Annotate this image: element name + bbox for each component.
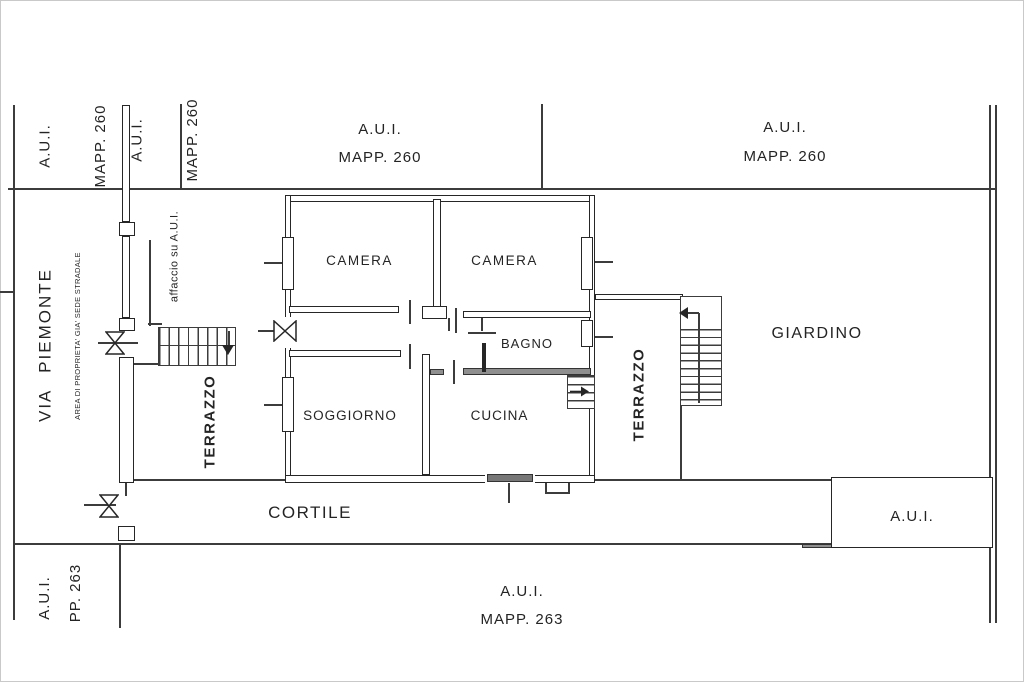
wall-south [285, 475, 595, 483]
door-leaf [409, 300, 411, 324]
stair-arrow-left-icon [679, 307, 688, 319]
wall-corridor-north [289, 306, 399, 313]
room-label-camera-right: CAMERA [471, 252, 538, 268]
parcel-label-top-left-inner-1: A.U.I. [128, 118, 145, 162]
parcel-label-top-right-2: MAPP. 260 [743, 147, 827, 165]
area-label-cortile: CORTILE [268, 502, 352, 522]
parcel-label-top-left-outer-2: MAPP. 260 [91, 104, 109, 188]
parcel-label-top-left-outer-1: A.U.I. [36, 124, 53, 168]
fence-wall [122, 105, 130, 222]
porch-step [568, 482, 570, 494]
parcel-label-top-center-2: MAPP. 260 [338, 148, 422, 166]
affaccio-leader-line [149, 240, 151, 326]
door-leaf [508, 483, 510, 503]
entrance-door-icon [273, 320, 297, 342]
door-threshold [430, 369, 444, 375]
west-boundary-line [13, 105, 15, 620]
fence-wall [122, 236, 130, 318]
room-label-bagno: BAGNO [501, 336, 553, 351]
parcel-label-top-left-inner-2: MAPP. 260 [183, 98, 201, 182]
stair-direction-line [228, 331, 230, 347]
gate-tick [258, 330, 274, 332]
gate-tick [84, 504, 116, 506]
parcel-label-bottom-left-1: A.U.I. [35, 576, 53, 620]
stair-direction-line [685, 312, 699, 314]
window-camera-east [581, 237, 593, 290]
parcel-label-bottom-center-1: A.U.I. [500, 582, 544, 600]
parcel-divider-line [541, 104, 543, 189]
street-note-label: AREA DI PROPRIETA' GIA' SEDE STRADALE [73, 252, 83, 420]
parcel-label-aui-box: A.U.I. [890, 507, 934, 525]
gate-tick [98, 342, 138, 344]
affaccio-annotation: affaccio su A.U.I. [168, 210, 181, 303]
fence-pillar [118, 526, 135, 541]
stair-mid-line [159, 345, 235, 347]
wall-soggiorno-cucina-partition [422, 354, 430, 475]
wall-bagno-stub [482, 343, 486, 372]
wall-bagno-north [463, 311, 591, 318]
stair-steps [681, 329, 721, 405]
area-label-giardino: GIARDINO [771, 324, 863, 342]
wall-bagno-south [463, 368, 591, 375]
window-camera-west [282, 237, 294, 290]
fence-pillar [119, 222, 135, 236]
terrace-line [133, 363, 158, 365]
door-jamb-tick [481, 318, 483, 331]
boundary-line-thick [802, 544, 832, 548]
window-tick [593, 261, 613, 263]
room-label-soggiorno: SOGGIORNO [303, 407, 397, 423]
room-label-cucina: CUCINA [470, 407, 529, 423]
fence-pillar [119, 318, 135, 331]
door-leaf [409, 344, 411, 369]
window-tick [264, 262, 282, 264]
room-label-terrazzo-west: TERRAZZO [201, 374, 219, 469]
room-label-camera-left: CAMERA [326, 252, 393, 268]
window-tick [264, 404, 282, 406]
aui-parcel-box [831, 477, 993, 548]
west-boundary-tick [0, 291, 13, 293]
terrazzo-east-edge [680, 406, 682, 479]
terrazzo-east-north-wall [595, 294, 683, 300]
affaccio-leader-line [148, 323, 162, 325]
gate-door-icon [99, 494, 119, 518]
door-leaf [455, 308, 457, 333]
parcel-divider-line [180, 104, 182, 189]
south-parcel-divider-line [119, 543, 121, 628]
wall-bedroom-partition [433, 199, 441, 309]
door-leaf [468, 332, 496, 334]
stair-arrow-right-icon [570, 386, 589, 397]
east-boundary-line [989, 105, 991, 623]
porch-step [545, 482, 547, 494]
window-bagno [581, 320, 593, 347]
wall-door-jamb [422, 306, 447, 319]
parcel-label-bottom-center-2: MAPP. 263 [480, 612, 564, 624]
window-tick [593, 336, 613, 338]
window-soggiorno [282, 377, 294, 432]
north-boundary-line [8, 188, 996, 190]
gate-door-icon [105, 331, 125, 355]
parcel-label-bottom-left-2: PP. 263 [66, 563, 84, 623]
entrance-threshold [487, 474, 533, 482]
street-name-label: VIA PIEMONTE [35, 268, 54, 422]
wall-soggiorno-north [289, 350, 401, 357]
stair-direction-line [698, 313, 700, 403]
cortile-south-line [13, 543, 831, 545]
room-label-terrazzo-east: TERRAZZO [630, 347, 648, 442]
door-jamb-tick [448, 318, 450, 331]
porch-step [545, 492, 569, 494]
door-leaf [453, 360, 455, 384]
street-wall [119, 357, 134, 483]
stair-arrow-down-icon [222, 345, 234, 355]
east-boundary-line [995, 105, 997, 623]
fence-wall [125, 483, 127, 496]
parcel-label-top-right-1: A.U.I. [763, 118, 807, 136]
parcel-label-top-center-1: A.U.I. [358, 120, 402, 138]
